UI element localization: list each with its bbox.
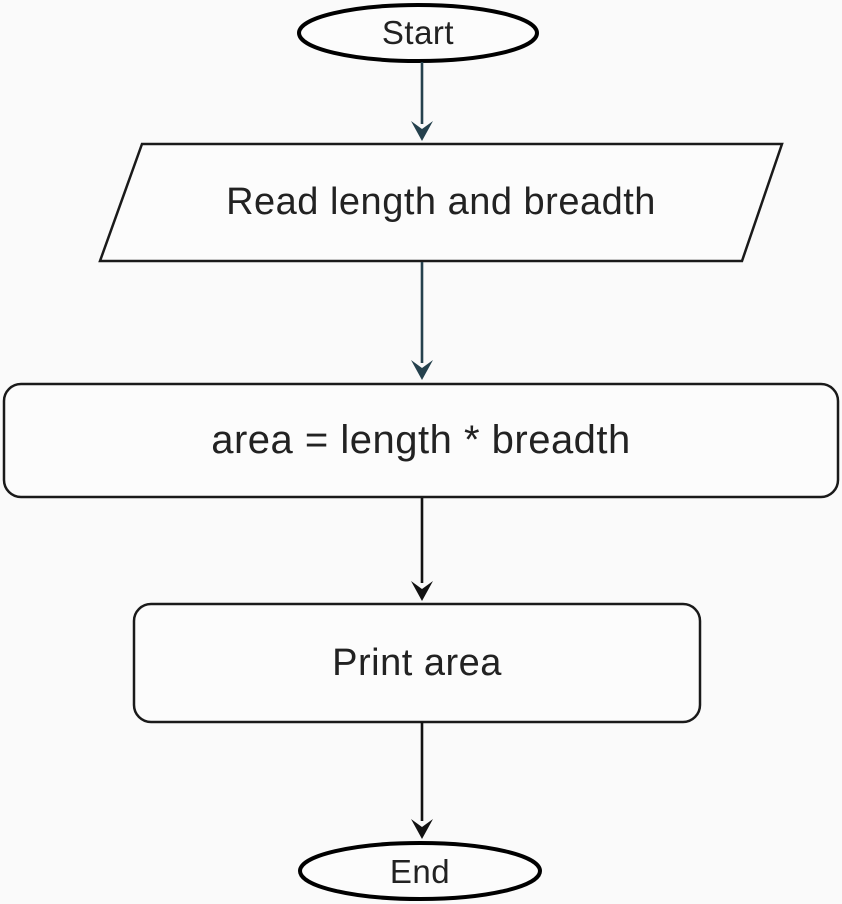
- arrow-read-to-process: [411, 262, 433, 380]
- arrow-start-to-read: [411, 62, 433, 141]
- terminator-start-shape: [297, 3, 539, 63]
- process-print-shape: [132, 602, 702, 724]
- start-node-label: Start: [381, 13, 455, 51]
- terminator-end-shape: [298, 841, 542, 901]
- arrow-print-to-end: [411, 722, 433, 839]
- read-node-label: Read length and breadth: [226, 181, 656, 223]
- end-node-label: End: [389, 852, 451, 890]
- arrow-down-icon: [411, 121, 433, 141]
- arrow-down-icon: [411, 360, 433, 380]
- print-node-label: Print area: [332, 641, 502, 684]
- process-node-label: area = length * breadth: [211, 418, 631, 462]
- process-area-shape: [2, 382, 840, 499]
- arrow-process-to-print: [411, 498, 433, 601]
- arrow-down-icon: [411, 819, 433, 839]
- io-read-shape: [98, 142, 784, 263]
- arrow-down-icon: [411, 581, 433, 601]
